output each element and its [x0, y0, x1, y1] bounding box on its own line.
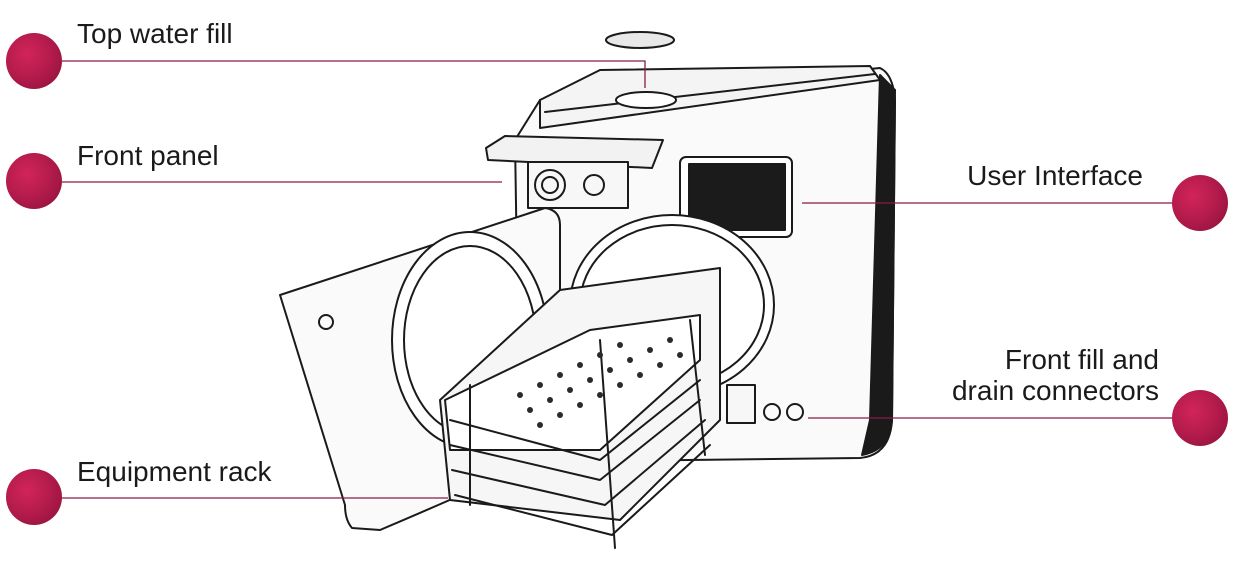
power-knob	[534, 169, 566, 201]
label-top-water-fill: Top water fill	[77, 18, 233, 49]
equipment-rack	[439, 267, 721, 549]
callout-dot-top-water-fill	[6, 33, 62, 89]
callout-dot-front-panel	[6, 153, 62, 209]
label-front-fill-line2: drain connectors	[951, 375, 1159, 406]
label-front-fill-line1: Front fill and	[1004, 344, 1159, 375]
water-fill-opening	[615, 91, 677, 109]
fill-connector	[763, 403, 781, 421]
callout-dot-equipment-rack	[6, 469, 62, 525]
fill-connector-block	[726, 384, 756, 424]
label-user-interface: User Interface	[967, 160, 1143, 191]
callout-dot-front-fill	[1172, 390, 1228, 446]
front-panel-flap	[485, 135, 664, 169]
label-front-panel: Front panel	[77, 140, 219, 171]
autoclave-side	[861, 74, 896, 456]
label-equipment-rack: Equipment rack	[77, 456, 272, 487]
control-strip	[527, 161, 629, 209]
leader-top-water-fill	[62, 60, 646, 88]
usb-port	[583, 174, 605, 196]
callout-dot-user-interface	[1172, 175, 1228, 231]
water-fill-cap	[605, 31, 675, 49]
drain-connector	[786, 403, 804, 421]
